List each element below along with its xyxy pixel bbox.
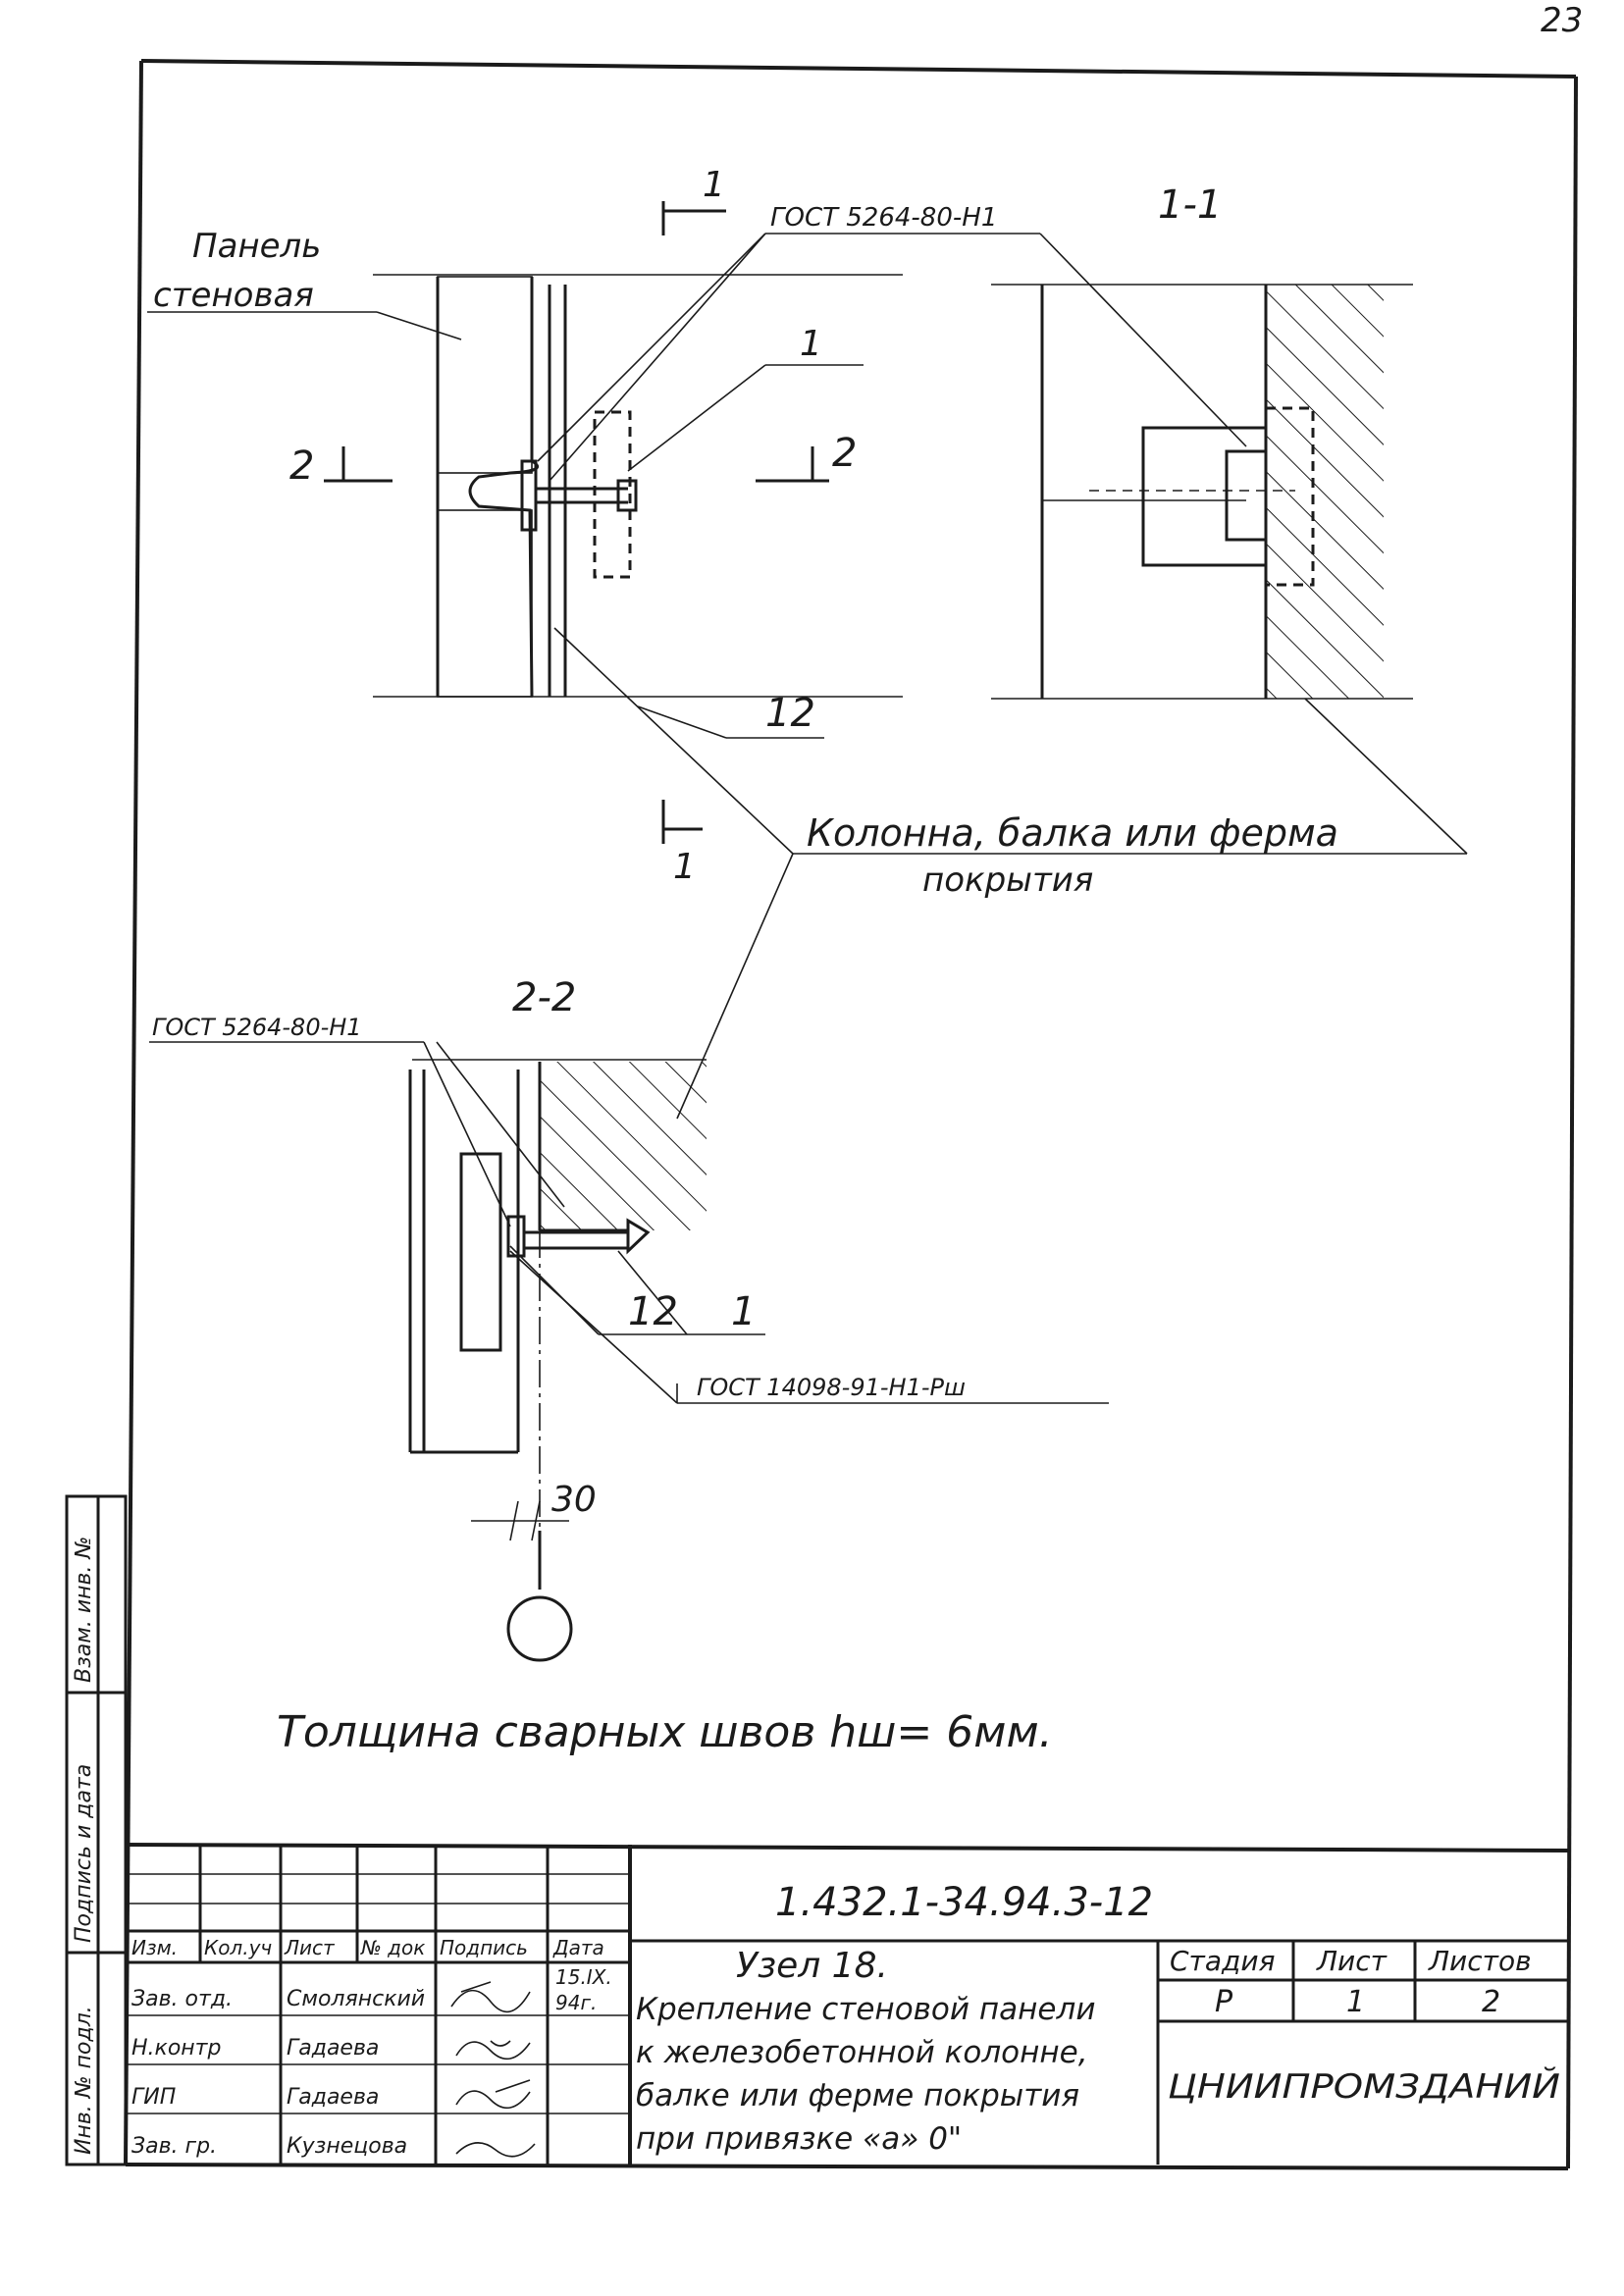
svg-text:Дата: Дата (552, 1936, 604, 1959)
svg-text:2: 2 (832, 431, 857, 476)
svg-text:Листов: Листов (1428, 1945, 1532, 1977)
svg-text:при привязке «а» 0": при привязке «а» 0" (636, 2121, 962, 2157)
svg-text:Лист: Лист (284, 1936, 336, 1959)
svg-text:Подпись и дата: Подпись и дата (72, 1764, 96, 1943)
svg-text:Кузнецова: Кузнецова (287, 2134, 407, 2159)
svg-text:Н.контр: Н.контр (131, 2036, 221, 2061)
svg-text:стеновая: стеновая (153, 276, 314, 315)
svg-text:1: 1 (703, 165, 725, 205)
view-1-1: 1-1 (991, 183, 1413, 700)
plan-view (373, 274, 903, 698)
weld-thickness-note: Толщина сварных швов hш= 6мм. (277, 1707, 1053, 1757)
svg-text:Стадия: Стадия (1170, 1945, 1275, 1977)
svg-text:12: 12 (628, 1289, 678, 1334)
svg-text:Зав. отд.: Зав. отд. (131, 1987, 233, 2011)
svg-text:Гадаева: Гадаева (287, 2085, 379, 2110)
gost-top-callout: ГОСТ 5264-80-Н1 (537, 203, 1247, 482)
page-number: 23 (1541, 1, 1583, 40)
svg-text:Подпись: Подпись (440, 1936, 528, 1959)
gost-bottom-callout: ГОСТ 14098-91-Н1-Рш (509, 1250, 1109, 1404)
svg-text:1: 1 (673, 847, 696, 887)
svg-text:94г.: 94г. (555, 1991, 597, 2014)
svg-text:ГИП: ГИП (131, 2085, 176, 2110)
column-label: Колонна, балка или ферма покрытия (553, 627, 1468, 1120)
svg-text:покрытия: покрытия (922, 861, 1093, 900)
svg-text:2-2: 2-2 (512, 975, 576, 1020)
svg-text:Р: Р (1215, 1985, 1233, 2019)
svg-text:2: 2 (1482, 1985, 1500, 2019)
view-2-2: 2-2 ГОСТ 5264-80-Н1 (149, 975, 707, 1590)
svg-text:12: 12 (765, 691, 815, 736)
svg-text:2: 2 (289, 444, 314, 489)
organization-name: ЦНИИПРОМЗДАНИЙ (1168, 2066, 1560, 2107)
title-block: 1.432.1-34.94.3-12 Изм. Кол.уч Лист № до… (125, 1843, 1569, 2165)
svg-text:№ док: № док (360, 1936, 425, 1959)
svg-text:30: 30 (551, 1480, 597, 1520)
svg-text:1: 1 (731, 1289, 756, 1334)
svg-text:Лист: Лист (1316, 1945, 1388, 1977)
svg-text:Зав. гр.: Зав. гр. (131, 2134, 217, 2159)
section-mark-1: 1 1 (661, 165, 726, 887)
svg-text:Инв. № подл.: Инв. № подл. (72, 2006, 96, 2155)
svg-text:Узел 18.: Узел 18. (736, 1946, 888, 1986)
svg-text:ГОСТ 5264-80-Н1: ГОСТ 5264-80-Н1 (770, 203, 997, 233)
svg-text:Изм.: Изм. (131, 1936, 178, 1959)
svg-text:1: 1 (800, 324, 822, 364)
callouts-bottom: 12 1 (509, 1245, 765, 1335)
svg-text:1: 1 (1346, 1985, 1365, 2019)
svg-text:Панель: Панель (192, 227, 321, 266)
svg-text:к железобетонной колонне,: к железобетонной колонне, (636, 2035, 1088, 2070)
svg-text:балке или ферме покрытия: балке или ферме покрытия (636, 2078, 1079, 2113)
svg-text:15.IX.: 15.IX. (555, 1965, 612, 1989)
document-code: 1.432.1-34.94.3-12 (775, 1880, 1153, 1925)
svg-text:Кол.уч: Кол.уч (204, 1936, 272, 1959)
svg-text:Взам. инв. №: Взам. инв. № (72, 1537, 96, 1683)
sheet-frame (124, 59, 1578, 2170)
svg-text:ГОСТ 14098-91-Н1-Рш: ГОСТ 14098-91-Н1-Рш (697, 1374, 966, 1401)
svg-text:ГОСТ 5264-80-Н1: ГОСТ 5264-80-Н1 (152, 1014, 362, 1041)
svg-text:1-1: 1-1 (1158, 183, 1222, 228)
svg-text:Крепление стеновой панели: Крепление стеновой панели (636, 1992, 1095, 2027)
svg-text:Гадаева: Гадаева (287, 2036, 379, 2061)
section-mark-2: 2 2 (289, 431, 857, 489)
svg-text:Колонна, балка или ферма: Колонна, балка или ферма (807, 811, 1338, 855)
dimension-30: 30 (471, 1480, 597, 1662)
svg-text:Смолянский: Смолянский (287, 1987, 425, 2011)
panel-label: Панель стеновая (147, 227, 462, 340)
callout-1-top: 1 (627, 324, 864, 472)
callout-12-top: 12 (637, 691, 824, 739)
side-stamp: Взам. инв. № Подпись и дата Инв. № подл. (65, 1494, 128, 2166)
